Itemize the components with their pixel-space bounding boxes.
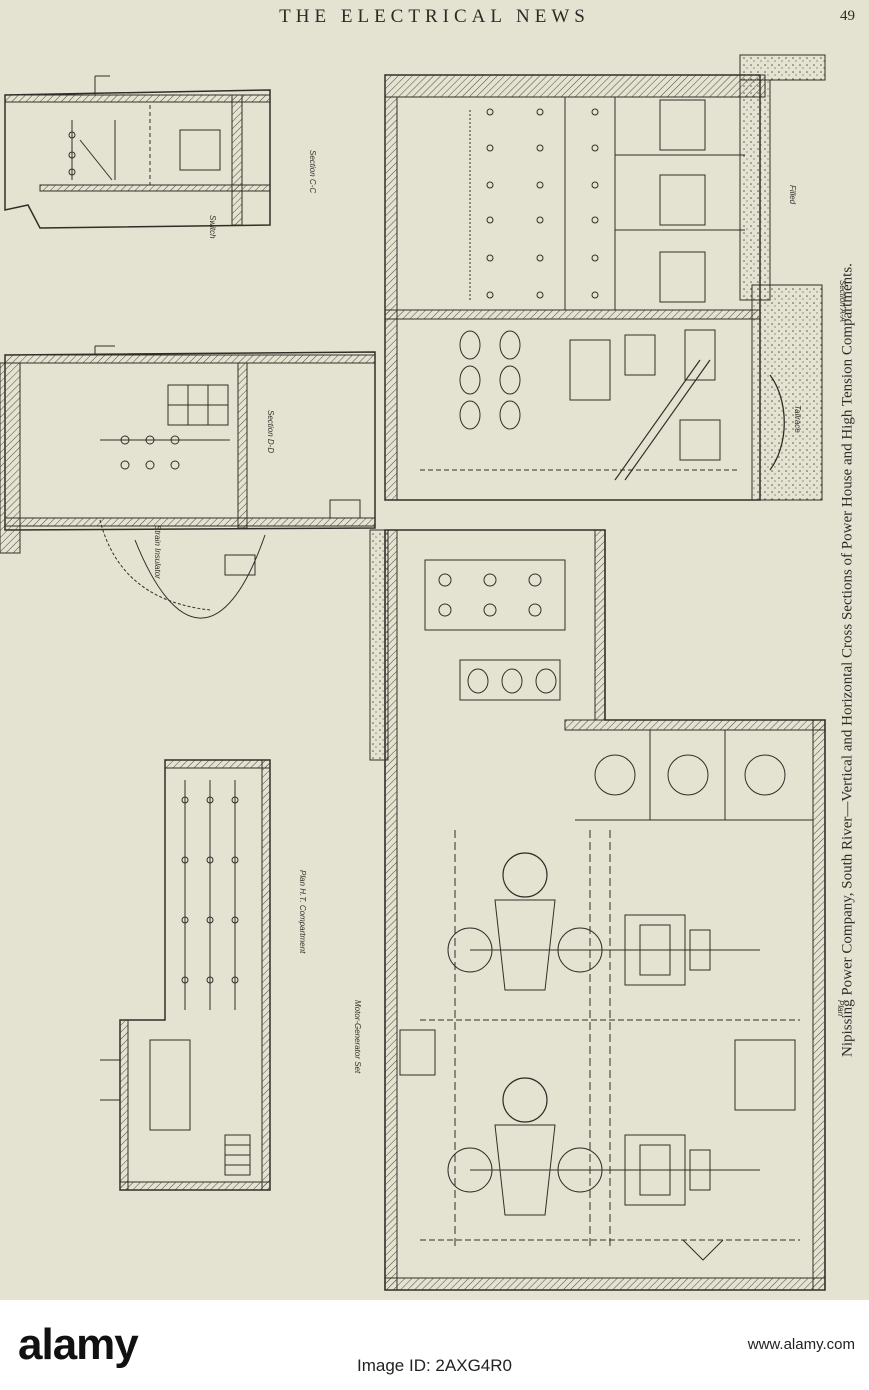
image-id: Image ID: 2AXG4R0 [357,1356,512,1375]
site-url: www.alamy.com [747,1336,855,1353]
label-strain-insulator: Strain Insulator [153,525,162,579]
label-plan-ht-compartment: Plan H.T. Compartment [298,870,307,954]
section-d-d-drawing [0,345,376,619]
section-a-a-drawing [384,54,826,501]
label-section-d-d: Section D-D [266,410,275,453]
label-switch: Switch [208,215,217,239]
label-tailrace: Tailrace [793,405,802,433]
label-filled: Filled [788,185,797,205]
engineering-drawing: Section C-C Section D-D Section A-A Plan… [0,54,847,1291]
label-plan: Plan [836,1000,845,1017]
figure-caption: Nipissing Power Company, South River—Ver… [839,263,856,1057]
label-motor-generator-set: Motor-Generator Set [353,1000,362,1074]
alamy-logo: alamy [18,1320,139,1369]
watermark-bar [0,1300,869,1390]
drawing-labels: Section C-C Section D-D Section A-A Plan… [153,150,847,1074]
page-header-title: THE ELECTRICAL NEWS [279,6,590,27]
plan-ht-compartment-drawing [100,759,271,1191]
plan-drawing [369,529,826,1291]
label-section-a-a: Section A-A [838,280,847,322]
section-c-c-drawing [4,75,271,229]
page-number: 49 [840,8,855,24]
label-section-c-c: Section C-C [308,150,317,193]
document-page: THE ELECTRICAL NEWS 49 [0,0,869,1300]
